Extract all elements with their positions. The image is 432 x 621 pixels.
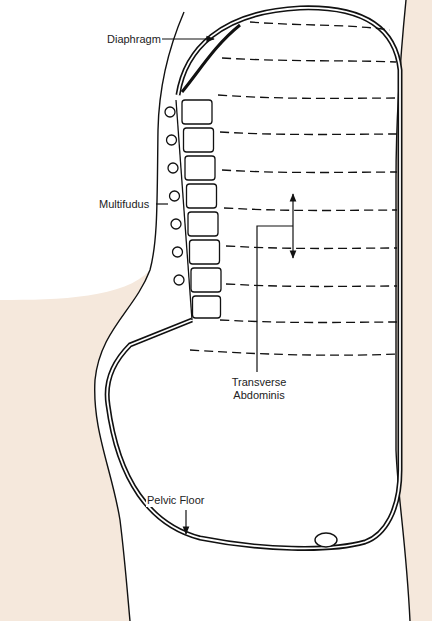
spine: [165, 100, 221, 320]
cavity-wall: [107, 8, 400, 549]
body-ground: [0, 270, 150, 621]
pubic-bone: [315, 533, 337, 547]
part-label: Transverse Abdominis: [228, 376, 290, 402]
cavity-wall-inner: [107, 8, 400, 549]
back-outline: [95, 12, 184, 621]
part-label: Multifudus: [98, 198, 150, 211]
muscle-fibres: [190, 22, 397, 355]
part-label: Pelvic Floor: [146, 494, 205, 507]
diaphragm-muscle: [182, 25, 240, 92]
leader-lines: [156, 39, 293, 534]
part-label: Diaphragm: [106, 33, 162, 46]
